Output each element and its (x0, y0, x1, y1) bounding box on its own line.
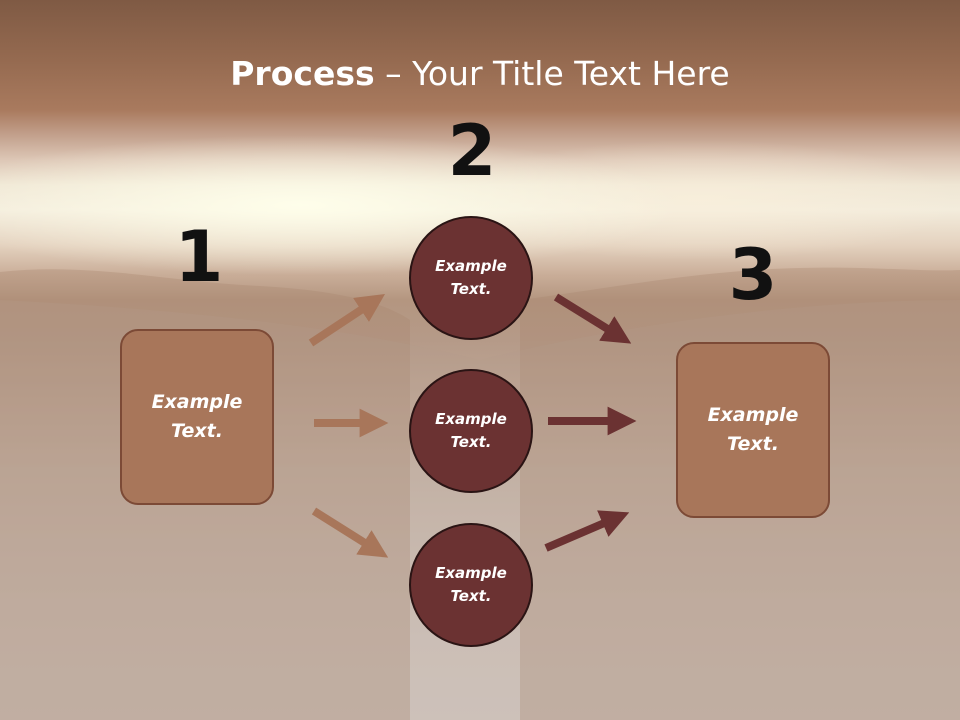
step-1-label: Example Text. (151, 391, 243, 442)
arrow-top-to-3 (553, 293, 632, 344)
circle-top-label: Example Text. (435, 257, 507, 298)
slide-title: Process – Your Title Text Here (0, 52, 960, 96)
arrow-1-to-bottom (311, 507, 389, 558)
step-2-circle-middle: Example Text. (409, 369, 533, 493)
step-number-3: 3 (728, 234, 778, 316)
circle-bottom-label: Example Text. (435, 564, 507, 605)
step-2-circle-bottom: Example Text. (409, 523, 533, 647)
step-1-box: Example Text. (120, 329, 274, 505)
step-3-box: Example Text. (676, 342, 830, 518)
arrow-bottom-to-3 (544, 510, 630, 552)
circle-middle-label: Example Text. (435, 410, 507, 451)
title-rest: – Your Title Text Here (374, 54, 730, 93)
step-2-circle-top: Example Text. (409, 216, 533, 340)
title-bold: Process (230, 54, 375, 93)
step-number-1: 1 (174, 216, 224, 298)
step-3-label: Example Text. (707, 404, 799, 455)
step-number-2: 2 (447, 110, 497, 192)
arrow-1-to-top (308, 294, 386, 347)
